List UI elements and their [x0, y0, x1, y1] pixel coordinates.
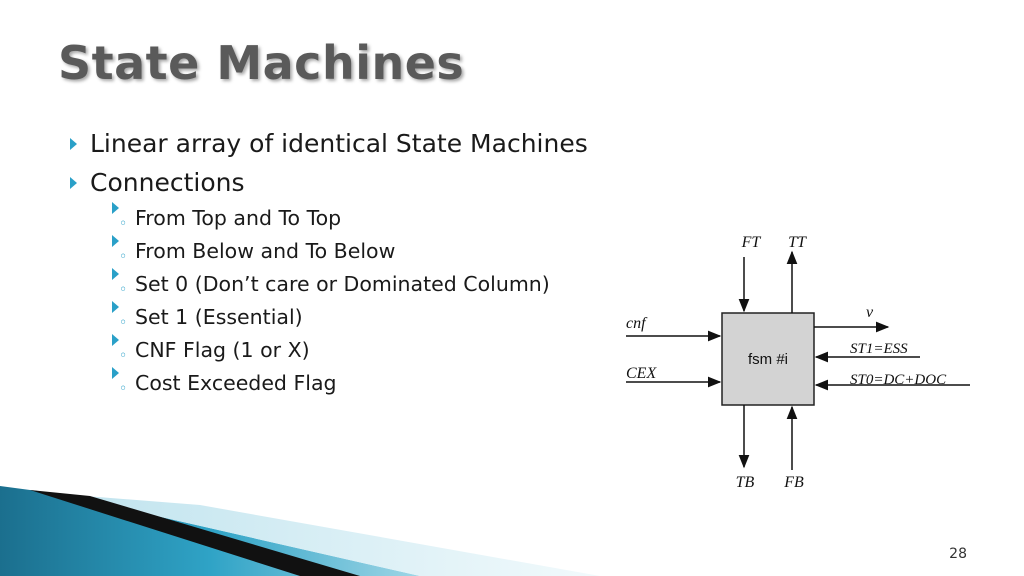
st1-label: ST1=ESS	[850, 341, 908, 357]
circle-outline-icon: ◦	[112, 367, 127, 397]
fb-label: FB	[783, 474, 804, 491]
ft-label: FT	[741, 234, 762, 251]
triangle-right-icon	[70, 138, 77, 150]
sub-bullet-list: ◦ From Top and To Top ◦ From Below and T…	[90, 202, 588, 400]
bullet-text: Linear array of identical State Machines	[90, 129, 588, 158]
bullet-item: Linear array of identical State Machines	[66, 124, 588, 163]
circle-outline-icon: ◦	[112, 301, 127, 331]
circle-outline-icon: ◦	[112, 334, 127, 364]
bullet-item: Connections ◦ From Top and To Top ◦ From…	[66, 163, 588, 400]
tt-label: TT	[788, 234, 807, 251]
page-number: 28	[949, 546, 967, 562]
st0-label: ST0=DC+DOC	[850, 372, 947, 388]
sub-bullet-text: Set 1 (Essential)	[135, 305, 303, 329]
sub-bullet-text: From Below and To Below	[135, 239, 396, 263]
sub-bullet-item: ◦ Cost Exceeded Flag	[90, 367, 588, 400]
circle-outline-icon: ◦	[112, 235, 127, 265]
v-label: v	[866, 304, 874, 321]
fsm-diagram: fsm #i FT TT cnf CEX v ST1=ESS ST0=DC+DO…	[626, 234, 970, 491]
slide-title: State Machines	[58, 36, 465, 90]
tb-label: TB	[736, 474, 755, 491]
sub-bullet-text: Cost Exceeded Flag	[135, 371, 337, 395]
fsm-block	[721, 312, 815, 406]
sub-bullet-item: ◦ From Below and To Below	[90, 235, 588, 268]
circle-outline-icon: ◦	[112, 268, 127, 298]
bullet-list: Linear array of identical State Machines…	[66, 124, 588, 400]
sub-bullet-item: ◦ Set 1 (Essential)	[90, 301, 588, 334]
sub-bullet-text: CNF Flag (1 or X)	[135, 338, 310, 362]
triangle-right-icon	[70, 177, 77, 189]
sub-bullet-item: ◦ From Top and To Top	[90, 202, 588, 235]
cnf-label: cnf	[626, 315, 648, 332]
sub-bullet-item: ◦ CNF Flag (1 or X)	[90, 334, 588, 367]
sub-bullet-item: ◦ Set 0 (Don’t care or Dominated Column)	[90, 268, 588, 301]
fsm-block-label: fsm #i	[748, 351, 788, 368]
bullet-text: Connections	[90, 168, 245, 197]
sub-bullet-text: Set 0 (Don’t care or Dominated Column)	[135, 272, 550, 296]
circle-outline-icon: ◦	[112, 202, 127, 232]
cex-label: CEX	[626, 365, 657, 382]
sub-bullet-text: From Top and To Top	[135, 206, 342, 230]
